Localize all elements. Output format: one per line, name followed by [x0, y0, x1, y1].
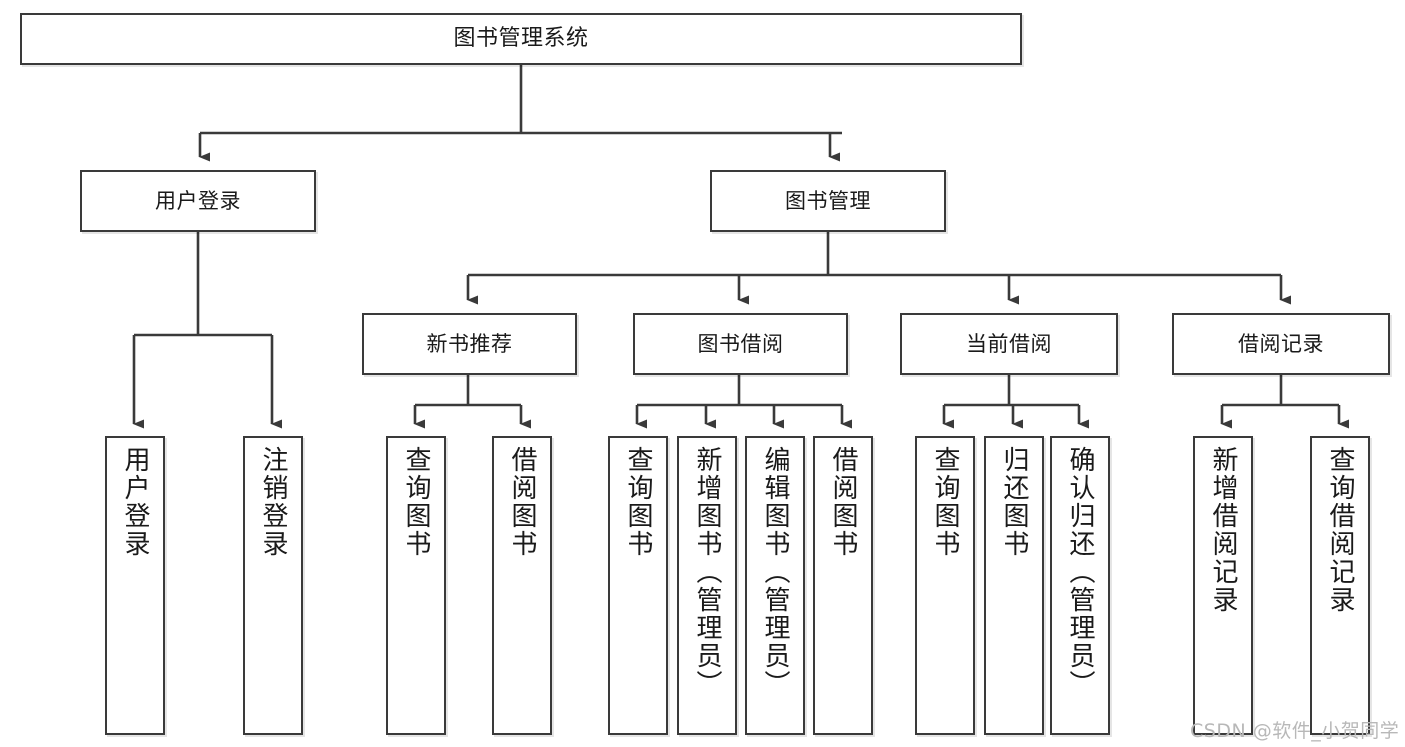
leaf-add-borrowing-record[interactable]: 新增借阅记录	[1193, 436, 1253, 735]
leaf-logout-label: 注销登录	[258, 446, 288, 558]
leaf-logout[interactable]: 注销登录	[243, 436, 303, 735]
leaf-add-borrowing-record-label: 新增借阅记录	[1208, 446, 1238, 614]
leaf-user-login[interactable]: 用户登录	[105, 436, 165, 735]
leaf-query-borrowing-record-label: 查询借阅记录	[1325, 446, 1355, 614]
node-book-management-label: 图书管理	[785, 188, 871, 213]
node-new-book-recommendation-label: 新书推荐	[426, 331, 513, 356]
node-current-borrowing[interactable]: 当前借阅	[900, 313, 1118, 375]
leaf-return-book-label: 归还图书	[999, 446, 1029, 558]
leaf-query-book-current-label: 查询图书	[930, 446, 960, 558]
node-book-management[interactable]: 图书管理	[710, 170, 946, 232]
node-root-label: 图书管理系统	[453, 26, 589, 52]
leaf-query-book-recommendation[interactable]: 查询图书	[386, 436, 446, 735]
node-user-login[interactable]: 用户登录	[80, 170, 316, 232]
leaf-user-login-label: 用户登录	[120, 446, 150, 558]
node-borrowing-record-label: 借阅记录	[1238, 331, 1324, 356]
leaf-query-borrowing-record[interactable]: 查询借阅记录	[1310, 436, 1370, 735]
leaf-add-book-admin[interactable]: 新增图书（管理员）	[677, 436, 737, 735]
node-book-borrowing-label: 图书借阅	[697, 331, 784, 356]
node-user-login-label: 用户登录	[155, 188, 241, 213]
leaf-confirm-return-admin-label: 确认归还（管理员）	[1065, 446, 1095, 698]
node-borrowing-record[interactable]: 借阅记录	[1172, 313, 1390, 375]
leaf-query-book-current[interactable]: 查询图书	[915, 436, 975, 735]
node-current-borrowing-label: 当前借阅	[966, 331, 1052, 356]
leaf-borrow-book-recommendation-label: 借阅图书	[507, 446, 537, 558]
leaf-borrow-book-borrowing[interactable]: 借阅图书	[813, 436, 873, 735]
leaf-query-book-borrowing[interactable]: 查询图书	[608, 436, 668, 735]
watermark: CSDN @软件_小贺同学	[1190, 720, 1400, 742]
leaf-query-book-borrowing-label: 查询图书	[623, 446, 653, 558]
leaf-return-book[interactable]: 归还图书	[984, 436, 1044, 735]
node-book-borrowing[interactable]: 图书借阅	[633, 313, 848, 375]
leaf-borrow-book-recommendation[interactable]: 借阅图书	[492, 436, 552, 735]
leaf-add-book-admin-label: 新增图书（管理员）	[692, 446, 722, 698]
leaf-confirm-return-admin[interactable]: 确认归还（管理员）	[1050, 436, 1110, 735]
node-root[interactable]: 图书管理系统	[20, 13, 1022, 65]
leaf-query-book-recommendation-label: 查询图书	[401, 446, 431, 558]
node-new-book-recommendation[interactable]: 新书推荐	[362, 313, 577, 375]
leaf-borrow-book-borrowing-label: 借阅图书	[828, 446, 858, 558]
leaf-edit-book-admin[interactable]: 编辑图书（管理员）	[745, 436, 805, 735]
leaf-edit-book-admin-label: 编辑图书（管理员）	[760, 446, 790, 698]
